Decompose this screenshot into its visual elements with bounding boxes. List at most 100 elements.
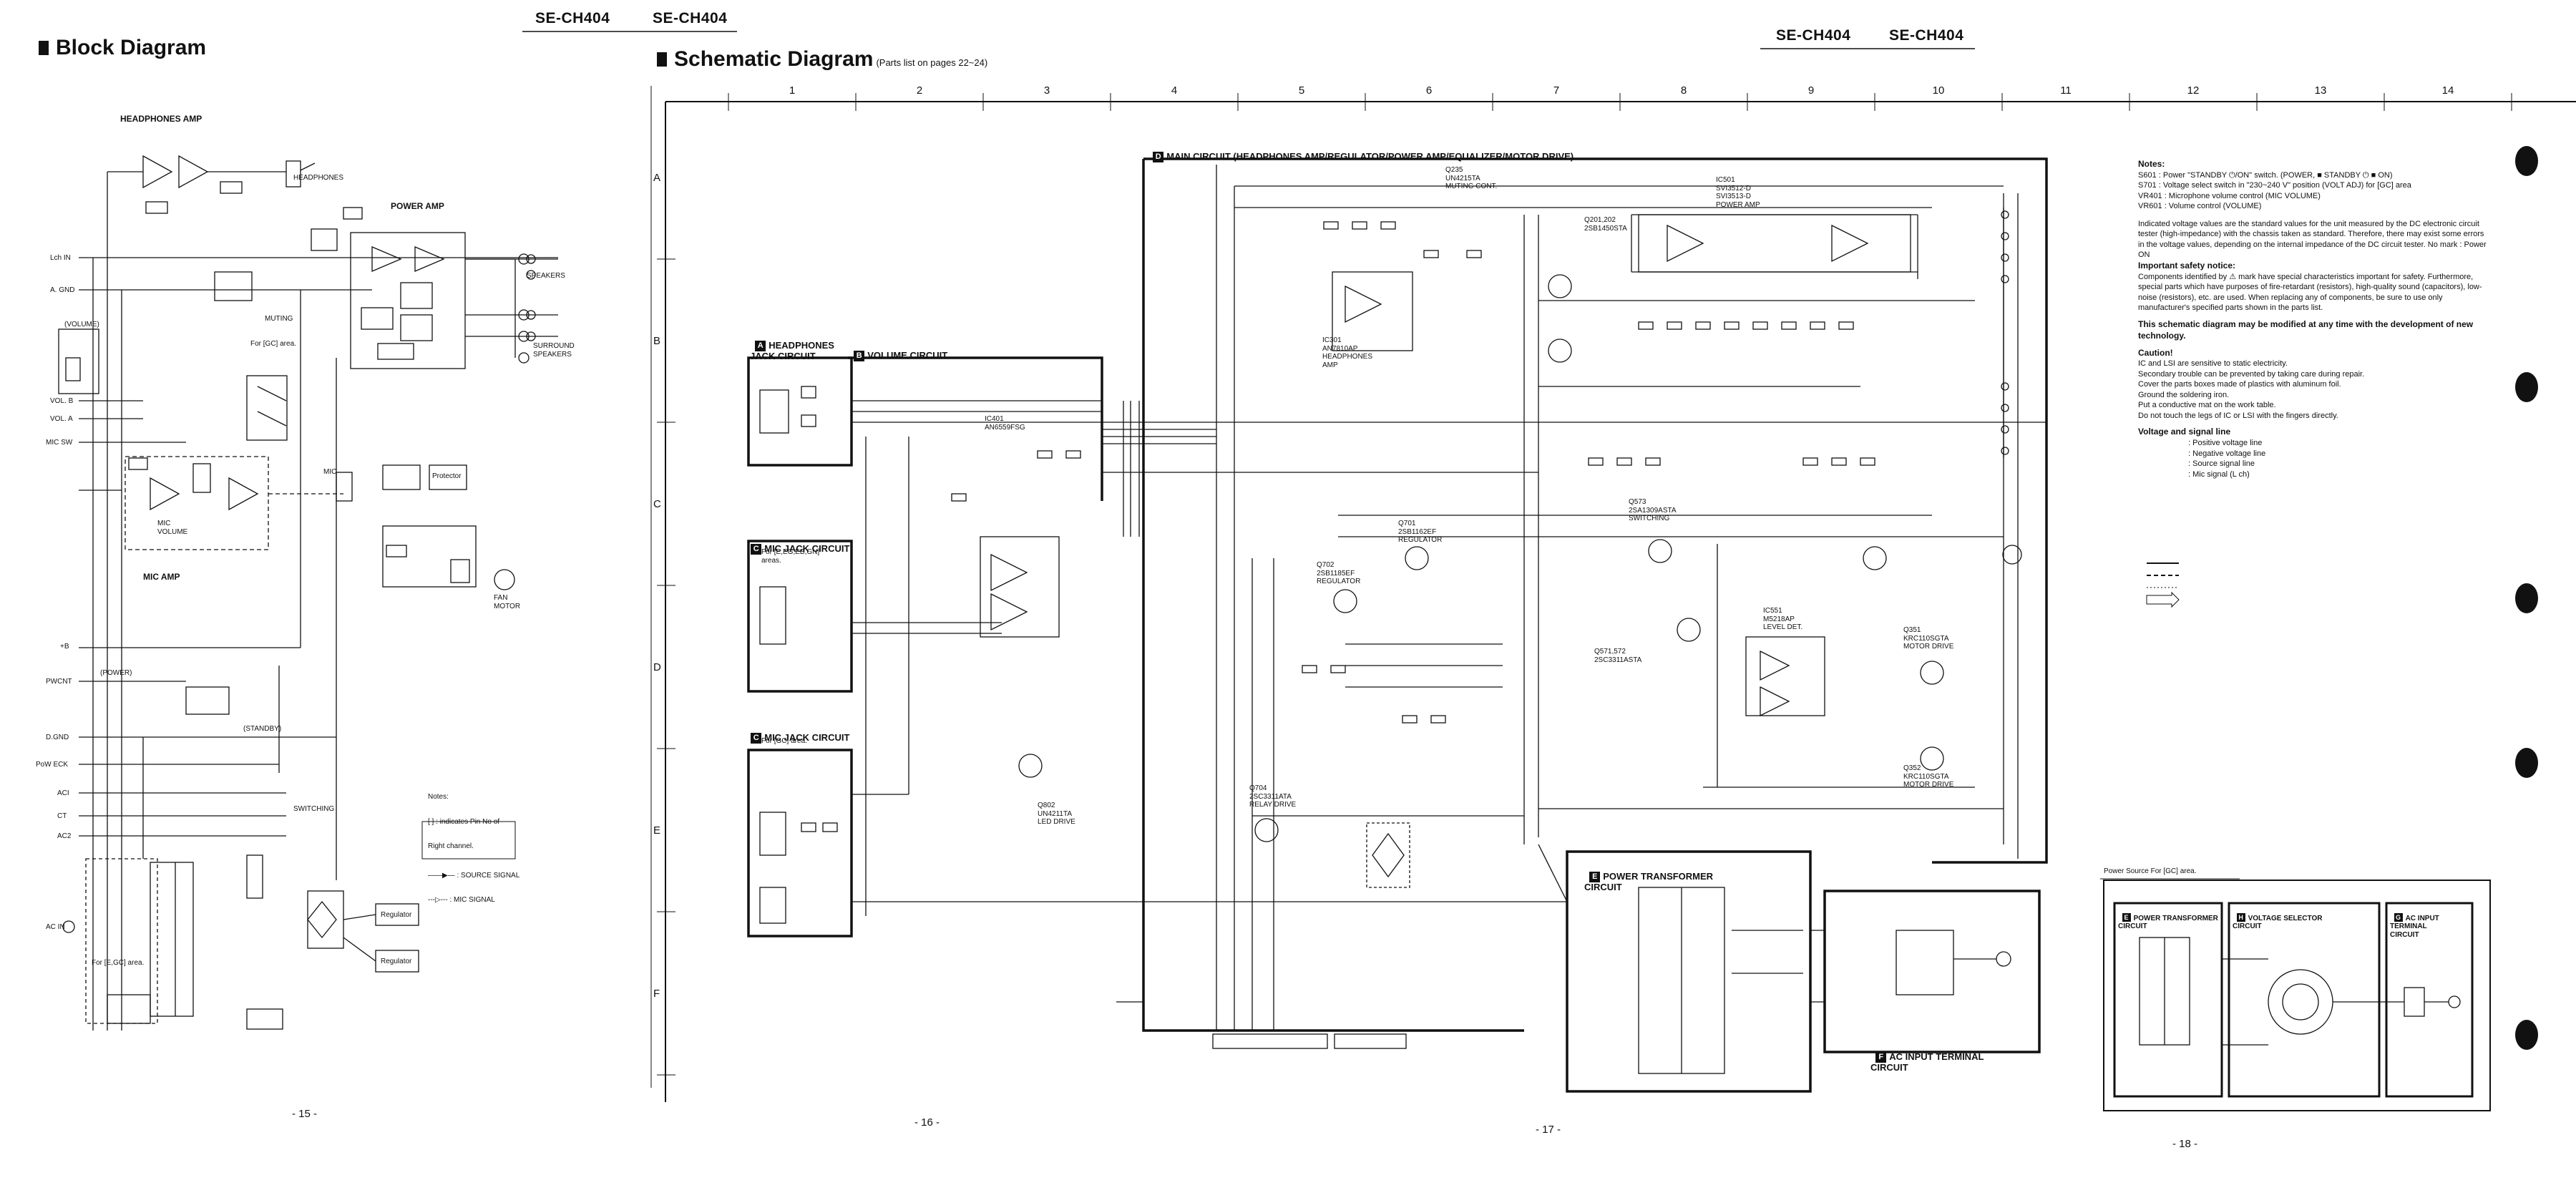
modify-notice: This schematic diagram may be modified a… <box>2138 318 2474 341</box>
grid-column-label: 9 <box>1807 84 1815 97</box>
volume-circuit-title-text: VOLUME CIRCUIT <box>867 350 948 361</box>
pin-label: CT <box>57 812 67 820</box>
surround-speakers-label: SURROUND SPEAKERS <box>533 342 575 359</box>
power-transformer-title-text: POWER TRANSFORMER CIRCUIT <box>1584 871 1714 893</box>
transistor-label: Q704 2SC3311ATA RELAY DRIVE <box>1249 784 1297 809</box>
ic-label: IC551 M5218AP LEVEL DET. <box>1763 607 1803 631</box>
circuit-letter-badge: C <box>751 733 762 744</box>
pin-label: AC2 <box>57 832 72 840</box>
model-number-header: SE-CH404 <box>653 10 728 26</box>
power-source-box-label: AC INPUT TERMINAL CIRCUIT <box>2390 914 2439 939</box>
pin-label: ACI <box>57 789 69 797</box>
headphones-label: HEADPHONES <box>293 174 344 182</box>
caution-line: Ground the soldering iron. <box>2138 390 2230 399</box>
main-circuit-title-text: MAIN CIRCUIT (HEADPHONES AMP/REGULATOR/P… <box>1166 151 1574 162</box>
model-number-header: SE-CH404 <box>1776 27 1851 44</box>
block-notes-title: Notes: <box>428 793 449 801</box>
headphones-amp-label: HEADPHONES AMP <box>120 114 203 124</box>
model-number-header: SE-CH404 <box>1889 27 1964 44</box>
regulator-label: Regulator <box>381 911 412 919</box>
muting-label: MUTING <box>265 315 293 323</box>
circuit-letter-badge: B <box>854 351 865 362</box>
transistor-label: Q702 2SB1185EF REGULATOR <box>1317 561 1361 585</box>
block-notes-line: ——▶— : SOURCE SIGNAL <box>428 871 520 880</box>
caution-line: Do not touch the legs of IC or LSI with … <box>2138 411 2338 420</box>
block-diagram-title-text: Block Diagram <box>56 36 207 59</box>
protector-label: Protector <box>432 472 462 480</box>
grid-column-label: 4 <box>1171 84 1178 97</box>
circuit-letter-badge: A <box>755 341 766 352</box>
circuit-letter-badge: F <box>1875 1052 1887 1063</box>
pin-label: +B <box>60 643 69 651</box>
transistor-label: Q802 UN4211TA LED DRIVE <box>1038 802 1075 826</box>
circuit-letter-badge: E <box>1589 872 1601 883</box>
pin-label: PWCNT <box>46 678 72 686</box>
transistor-label: Q701 2SB1162EF REGULATOR <box>1398 520 1443 544</box>
title-marker-icon <box>657 52 667 67</box>
block-notes-line: ---▷--- : MIC SIGNAL <box>428 896 495 904</box>
power-label: (POWER) <box>100 669 132 677</box>
standby-label: (STANDBY) <box>243 725 282 733</box>
grid-row-label: A <box>653 172 661 184</box>
caution-line: Put a conductive mat on the work table. <box>2138 401 2276 410</box>
ic-label: IC501 SVI3512-D SVI3513-D POWER AMP <box>1716 176 1760 209</box>
grid-column-label: 3 <box>1043 84 1050 97</box>
notes-item: VR401 : Microphone volume control (MIC V… <box>2138 191 2321 200</box>
title-marker-icon <box>39 41 49 55</box>
pin-label: A. GND <box>50 286 75 294</box>
area-note-label: For [E,GC] area. <box>92 959 145 967</box>
signal-legend-line: : Positive voltage line <box>2188 439 2263 448</box>
signal-legend-title: Voltage and signal line <box>2138 427 2231 437</box>
safety-notice-title: Important safety notice: <box>2138 260 2236 271</box>
grid-column-label: 10 <box>1932 84 1945 97</box>
transistor-label: Q201,202 2SB1450STA <box>1584 216 1627 233</box>
page-number: - 17 - <box>1536 1124 1561 1136</box>
signal-legend-line: : Negative voltage line <box>2188 449 2266 458</box>
volume-label: (VOLUME) <box>64 321 99 328</box>
transistor-label: Q573 2SA1309ASTA SWITCHING <box>1629 498 1677 522</box>
schematic-diagram-title: Schematic Diagram(Parts list on pages 22… <box>657 47 987 72</box>
grid-column-label: 14 <box>2441 84 2454 97</box>
grid-row-label: D <box>653 661 661 673</box>
caution-line: Secondary trouble can be prevented by ta… <box>2138 369 2365 379</box>
transistor-label: Q571,572 2SC3311ASTA <box>1594 648 1642 664</box>
mic-jack-area-note: For [E,EG,EB,GN] areas. <box>761 548 820 565</box>
ac-in-label: AC IN <box>46 923 65 931</box>
notes-item: VR601 : Volume control (VOLUME) <box>2138 202 2262 211</box>
binder-hole-icon <box>2515 1020 2538 1050</box>
pin-label: VOL. B <box>50 397 74 405</box>
power-source-title: Power Source For [GC] area. <box>2104 867 2197 875</box>
pin-label: MIC SW <box>46 439 73 447</box>
block-diagram-title: Block Diagram <box>39 36 206 60</box>
binder-hole-icon <box>2515 372 2538 402</box>
model-number-header: SE-CH404 <box>535 10 610 26</box>
area-note-label: For [GC] area. <box>250 340 296 348</box>
binder-hole-icon <box>2515 748 2538 778</box>
circuit-letter-badge: H <box>2236 912 2245 922</box>
grid-column-label: 7 <box>1553 84 1560 97</box>
page-number: - 16 - <box>914 1116 940 1129</box>
pin-label: VOL. A <box>50 415 73 423</box>
caution-line: Cover the parts boxes made of plastics w… <box>2138 380 2341 389</box>
pin-label: Lch IN <box>50 254 71 262</box>
mic-jack-area-note: For [GC] area. <box>761 737 807 745</box>
grid-column-label: 12 <box>2187 84 2200 97</box>
pin-label: D.GND <box>46 734 69 741</box>
grid-row-label: E <box>653 824 661 837</box>
circuit-letter-badge: E <box>2122 912 2131 922</box>
pin-label: PoW ECK <box>36 761 69 769</box>
schematic-subtitle: (Parts list on pages 22~24) <box>876 57 988 68</box>
fan-motor-label: FAN MOTOR <box>494 594 521 610</box>
switching-label: SWITCHING <box>293 805 335 813</box>
page-number: - 18 - <box>2172 1138 2198 1150</box>
notes-item: S601 : Power "STANDBY ⏻/ON" switch. (POW… <box>2138 170 2393 180</box>
